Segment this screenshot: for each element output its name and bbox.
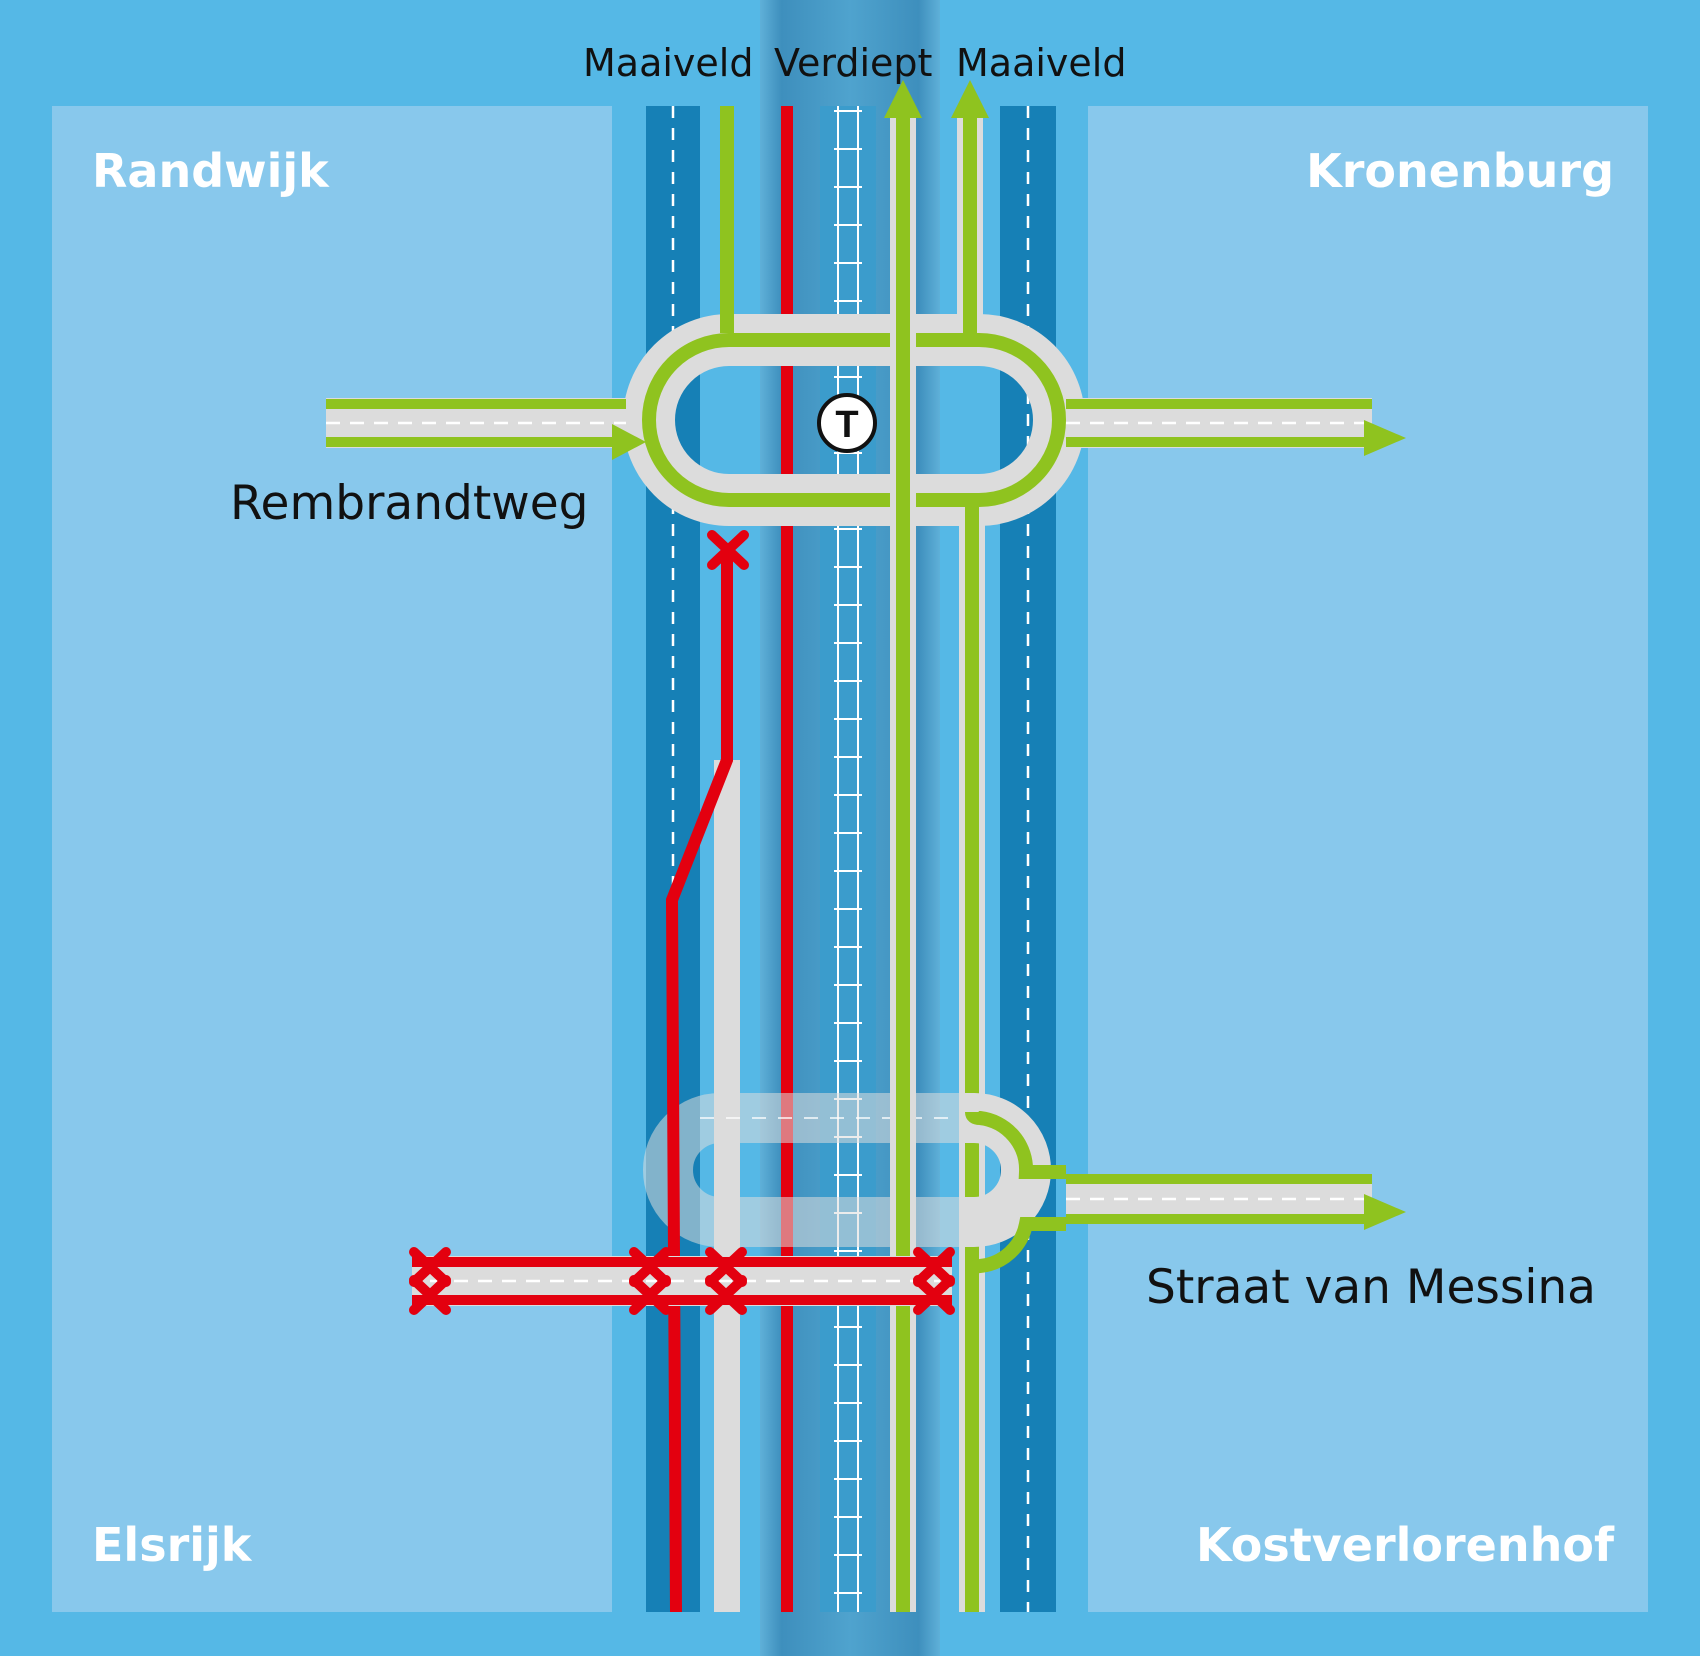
green-arrow-center [884,80,922,118]
roundabout-south-route [965,1110,1066,1276]
roundabout-north-route [642,333,1066,507]
closure-cross-south-1 [409,1247,451,1315]
closure-cross-south-3 [705,1247,747,1315]
district-label-elsrijk: Elsrijk [92,1518,252,1572]
level-label-center: Verdiept [774,41,933,85]
closure-cross-north [707,530,749,570]
tram-stop-letter: T [835,404,858,446]
tram-stop-icon [817,393,877,453]
green-arrow-east [951,80,989,118]
district-label-kronenburg: Kronenburg [1306,144,1614,198]
street-label-straat-van-messina: Straat van Messina [1146,1260,1596,1315]
closure-cross-south-4 [913,1247,955,1315]
district-block-east [1088,106,1648,1612]
district-block-west [52,106,612,1612]
rembrandtweg-west-arrow [612,424,646,460]
street-label-rembrandtweg: Rembrandtweg [230,476,589,531]
level-label-west: Maaiveld [583,41,754,85]
rembrandtweg-east-arrow [1364,420,1406,456]
closure-cross-south-2 [629,1247,671,1315]
district-label-kostverlorenhof: Kostverlorenhof [1195,1518,1614,1572]
district-label-randwijk: Randwijk [92,144,329,198]
level-label-east: Maaiveld [956,41,1127,85]
messina-arrow [1364,1194,1406,1230]
